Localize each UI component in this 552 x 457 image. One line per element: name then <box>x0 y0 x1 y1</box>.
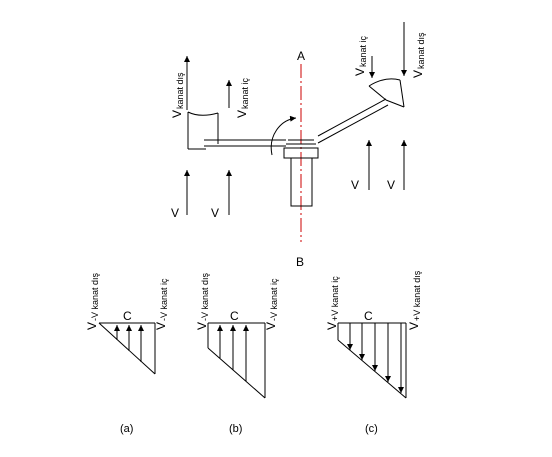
label-right-wind-2: V <box>387 178 395 192</box>
diagram-a-left-label: V-V kanat dış <box>85 272 100 330</box>
diagram-b-left-label: V-V kanat dış <box>195 272 210 330</box>
diagram-b-center-label: C <box>230 309 239 323</box>
right-arm <box>317 98 389 144</box>
label-left-inner: Vkanat iç <box>235 77 250 118</box>
diagram-c-left-label: V+V kanat iç <box>325 276 340 330</box>
label-left-outer: Vkanat dış <box>170 72 185 118</box>
diagram-a-center-label: C <box>123 309 132 323</box>
label-left-wind-2: V <box>211 206 219 220</box>
velocity-diagram-a <box>98 322 156 375</box>
diagram-b-right-label: V-V kanat iç <box>264 278 279 330</box>
rotation-arrow-icon <box>270 115 297 156</box>
right-blade <box>368 78 405 108</box>
diagram-a-right-label: V-V kanat iç <box>154 278 169 330</box>
left-blade <box>187 111 219 150</box>
velocity-diagram-b <box>207 322 266 399</box>
diagram-a-caption: (a) <box>120 423 133 435</box>
label-left-wind-1: V <box>171 206 179 220</box>
diagram-b-caption: (b) <box>229 423 242 435</box>
diagram-c-right-label: V+V kanat dış <box>407 270 422 330</box>
label-right-inner: Vkanat iç <box>353 35 368 76</box>
velocity-diagram-c <box>337 322 407 399</box>
axis-label-a: A <box>297 49 305 63</box>
label-right-outer: Vkanat dış <box>411 32 426 78</box>
diagram-c-center-label: C <box>364 309 373 323</box>
label-right-wind-1: V <box>351 178 359 192</box>
left-arm <box>204 139 286 147</box>
axis-label-b: B <box>296 255 304 269</box>
hub-shaft <box>283 139 319 207</box>
diagram-c-caption: (c) <box>365 423 378 435</box>
